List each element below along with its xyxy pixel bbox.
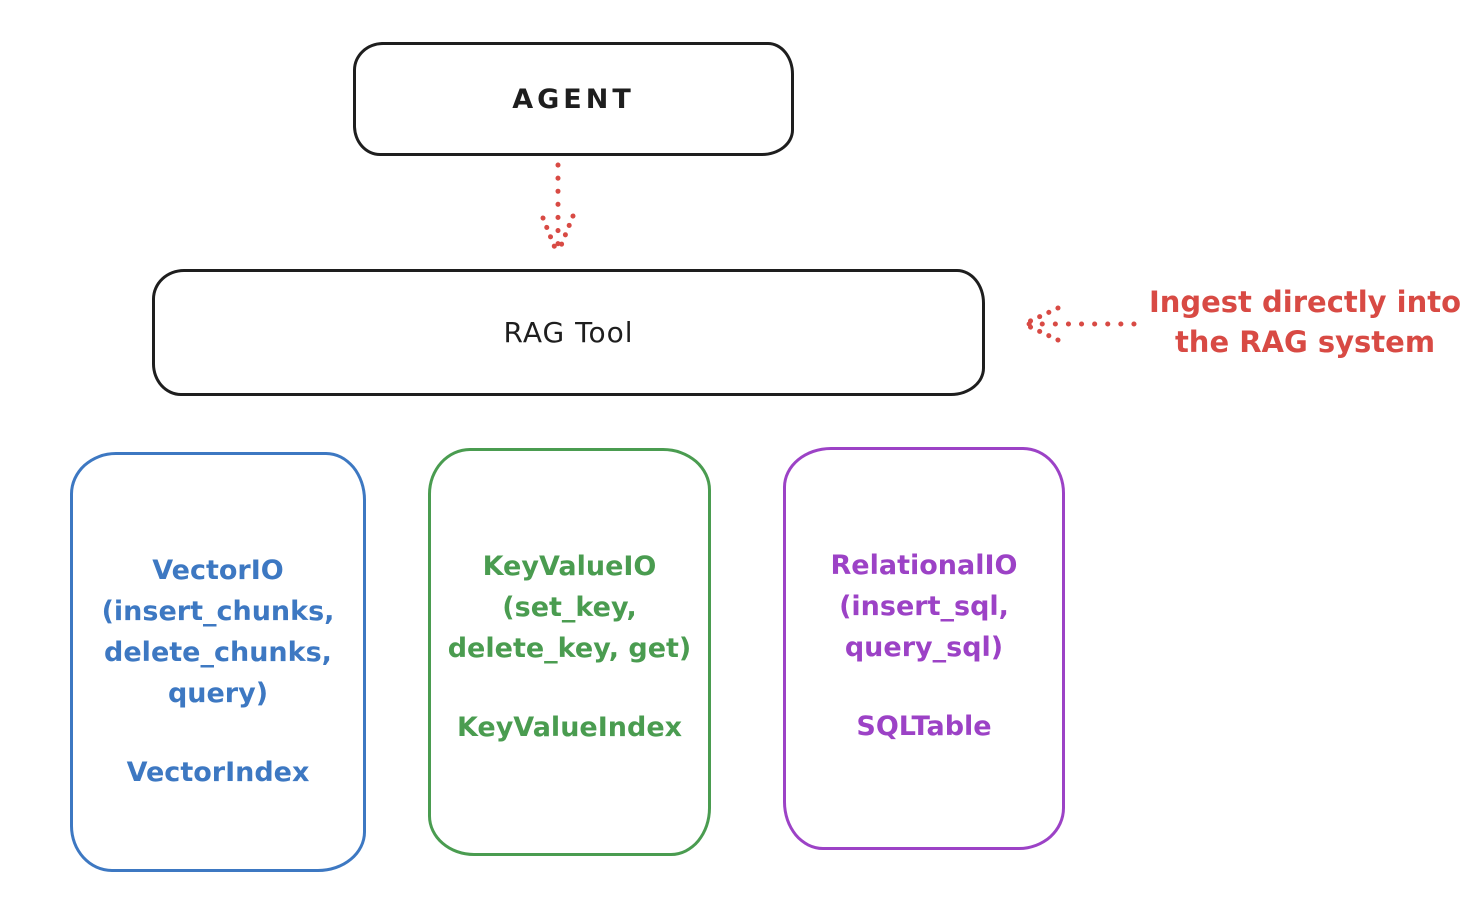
keyvalue-io-method-line: delete_key, get)	[447, 633, 692, 664]
agent-label: AGENT	[512, 83, 635, 115]
arrow-head-right	[555, 213, 576, 256]
sql-table-label: SQLTable	[856, 711, 992, 742]
annotation-line-1: Ingest directly into	[1148, 285, 1462, 319]
vector-io-method-line: (insert_chunks,	[101, 596, 335, 627]
annotation-line-2: the RAG system	[1174, 325, 1436, 359]
vector-io-box: VectorIO (insert_chunks, delete_chunks, …	[70, 452, 366, 872]
annotation-ingest: Ingest directly into the RAG system	[1130, 282, 1480, 362]
vector-index-label: VectorIndex	[126, 757, 310, 788]
relational-io-method-line: query_sql)	[844, 632, 1004, 663]
vector-io-title: VectorIO	[152, 555, 284, 586]
agent-box: AGENT	[353, 42, 794, 156]
arrow-head-bottom	[1021, 321, 1061, 343]
keyvalue-index-label: KeyValueIndex	[456, 712, 683, 743]
relational-io-box: RelationalIO (insert_sql, query_sql) SQL…	[783, 447, 1065, 850]
keyvalue-io-method-line: (set_key,	[502, 592, 637, 623]
vector-io-method-line: delete_chunks,	[104, 637, 332, 668]
keyvalue-io-title: KeyValueIO	[482, 551, 657, 582]
keyvalue-io-box: KeyValueIO (set_key, delete_key, get) Ke…	[428, 448, 711, 856]
arrow-head-top	[1021, 305, 1061, 327]
arrow-annotation-to-rag-icon	[1021, 305, 1137, 343]
arrow-head-left	[540, 215, 560, 256]
vector-io-method-line: query)	[167, 678, 269, 709]
rag-tool-box: RAG Tool	[152, 269, 985, 396]
rag-tool-label: RAG Tool	[503, 316, 634, 349]
relational-io-method-line: (insert_sql,	[839, 591, 1009, 622]
arrow-agent-to-rag-icon	[540, 162, 576, 256]
relational-io-title: RelationalIO	[830, 550, 1018, 581]
